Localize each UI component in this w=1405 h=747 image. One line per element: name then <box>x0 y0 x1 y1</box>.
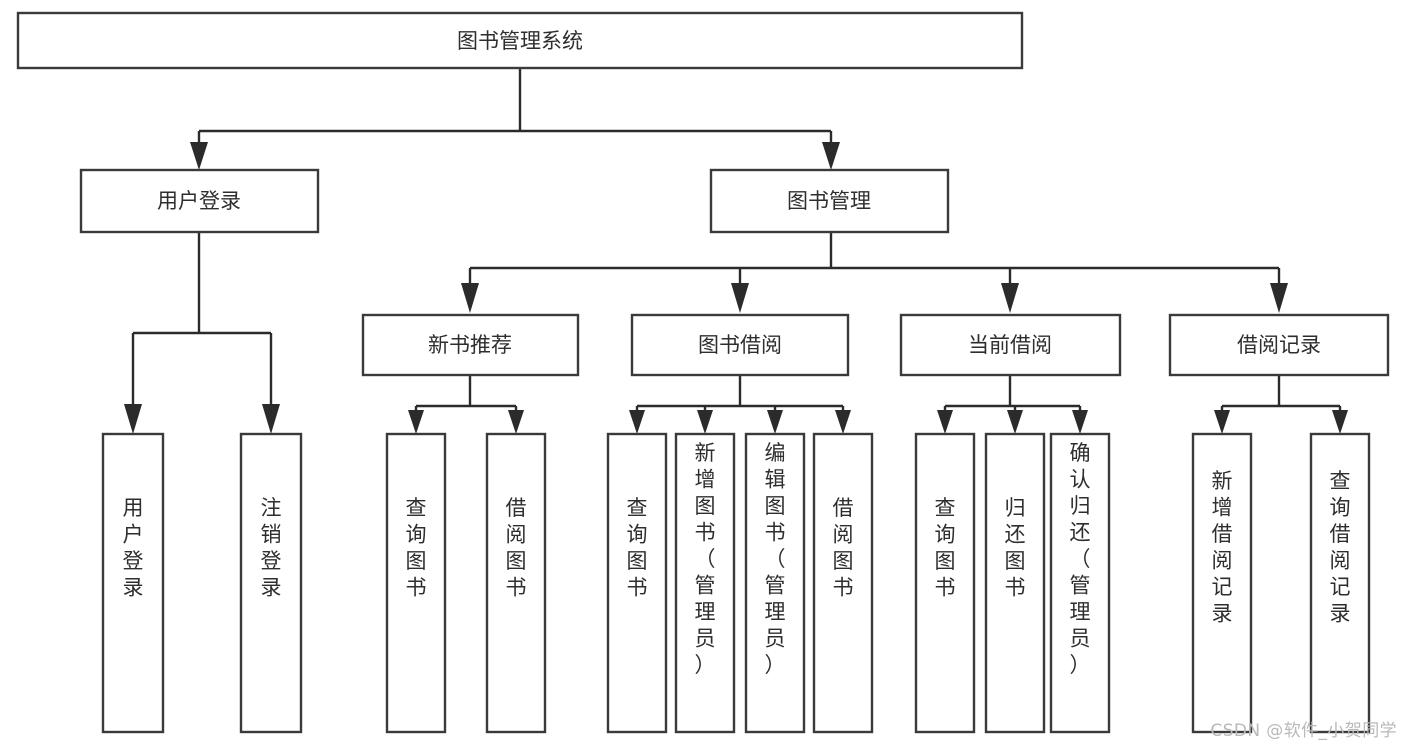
leaf-borrow-book-1-box[interactable] <box>485 432 547 734</box>
leaf-confirm-return-label: 确认归还（管理员） <box>1070 441 1091 677</box>
leaf-query-book-1-label: 查询图书 <box>406 496 427 600</box>
node-leaf-borrow-book-2[interactable]: 借阅图书 <box>812 432 874 734</box>
leaf-query-book-2-label: 查询图书 <box>627 496 648 600</box>
root-label: 图书管理系统 <box>457 29 583 53</box>
new-book-rec-box[interactable] <box>361 313 580 377</box>
root-box[interactable] <box>16 11 1024 70</box>
leaf-return-book-box[interactable] <box>984 432 1046 734</box>
leaf-user-login-box[interactable] <box>101 432 165 734</box>
node-leaf-add-book[interactable]: 新增图书（管理员） <box>674 432 736 734</box>
leaf-user-login-label: 用户登录 <box>123 496 144 600</box>
node-leaf-borrow-book-1[interactable]: 借阅图书 <box>485 432 547 734</box>
borrow-record-box[interactable] <box>1168 313 1390 377</box>
node-leaf-add-record[interactable]: 新增借阅记录 <box>1191 432 1253 734</box>
leaf-add-record-label: 新增借阅记录 <box>1212 469 1233 626</box>
current-borrow-label: 当前借阅 <box>968 333 1052 357</box>
arrow-newbook-leaf2-icon <box>508 410 524 434</box>
arrow-bookborrow-leaf2-icon <box>697 410 713 434</box>
leaf-return-book-label: 归还图书 <box>1005 496 1026 600</box>
node-user-login[interactable]: 用户登录 <box>79 168 320 234</box>
edge-layer <box>124 68 1348 434</box>
arrow-root-to-book-manage-icon <box>822 142 840 170</box>
arrow-currentborrow-leaf2-icon <box>1007 410 1023 434</box>
leaf-add-book-box[interactable] <box>674 432 736 734</box>
leaf-query-record-label: 查询借阅记录 <box>1330 469 1351 626</box>
book-manage-label: 图书管理 <box>787 189 871 213</box>
node-leaf-return-book[interactable]: 归还图书 <box>984 432 1046 734</box>
leaf-borrow-book-1-label: 借阅图书 <box>506 496 527 600</box>
node-leaf-query-record[interactable]: 查询借阅记录 <box>1309 432 1371 734</box>
leaf-user-logout-label: 注销登录 <box>261 496 282 600</box>
leaf-query-record-box[interactable] <box>1309 432 1371 734</box>
arrow-userlogin-leaf1-icon <box>124 404 142 434</box>
node-leaf-confirm-return[interactable]: 确认归还（管理员） <box>1049 432 1111 734</box>
node-book-manage[interactable]: 图书管理 <box>709 168 950 234</box>
node-new-book-rec[interactable]: 新书推荐 <box>361 313 580 377</box>
node-current-borrow[interactable]: 当前借阅 <box>899 313 1122 377</box>
arrow-borrowrecord-leaf2-icon <box>1332 410 1348 434</box>
arrow-to-borrowrecord-icon <box>1270 283 1288 313</box>
leaf-borrow-book-2-box[interactable] <box>812 432 874 734</box>
book-manage-box[interactable] <box>709 168 950 234</box>
leaf-add-book-label: 新增图书（管理员） <box>695 441 716 677</box>
node-leaf-edit-book[interactable]: 编辑图书（管理员） <box>744 432 806 734</box>
leaf-query-book-2-box[interactable] <box>606 432 668 734</box>
leaf-edit-book-label: 编辑图书（管理员） <box>765 441 786 677</box>
arrow-to-currentborrow-icon <box>1001 283 1019 313</box>
arrow-to-newbook-icon <box>461 283 479 313</box>
node-book-borrow[interactable]: 图书借阅 <box>630 313 850 377</box>
arrow-bookborrow-leaf3-icon <box>767 410 783 434</box>
node-leaf-query-book-1[interactable]: 查询图书 <box>385 432 447 734</box>
node-leaf-user-logout[interactable]: 注销登录 <box>239 432 303 734</box>
arrow-borrowrecord-leaf1-icon <box>1214 410 1230 434</box>
arrow-userlogin-leaf2-icon <box>262 404 280 434</box>
node-leaf-query-book-2[interactable]: 查询图书 <box>606 432 668 734</box>
arrow-newbook-leaf1-icon <box>408 410 424 434</box>
leaf-confirm-return-box[interactable] <box>1049 432 1111 734</box>
user-login-label: 用户登录 <box>157 189 241 213</box>
leaf-add-record-box[interactable] <box>1191 432 1253 734</box>
node-leaf-query-book-3[interactable]: 查询图书 <box>914 432 976 734</box>
arrow-root-to-user-login-icon <box>190 142 208 170</box>
node-leaf-user-login[interactable]: 用户登录 <box>101 432 165 734</box>
borrow-record-label: 借阅记录 <box>1237 333 1321 357</box>
leaf-borrow-book-2-label: 借阅图书 <box>833 496 854 600</box>
leaf-query-book-3-label: 查询图书 <box>935 496 956 600</box>
book-borrow-box[interactable] <box>630 313 850 377</box>
leaf-edit-book-box[interactable] <box>744 432 806 734</box>
current-borrow-box[interactable] <box>899 313 1122 377</box>
leaf-user-logout-box[interactable] <box>239 432 303 734</box>
arrow-bookborrow-leaf4-icon <box>835 410 851 434</box>
leaf-query-book-1-box[interactable] <box>385 432 447 734</box>
node-borrow-record[interactable]: 借阅记录 <box>1168 313 1390 377</box>
arrow-to-bookborrow-icon <box>731 283 749 313</box>
new-book-rec-label: 新书推荐 <box>428 333 512 357</box>
arrow-currentborrow-leaf3-icon <box>1072 410 1088 434</box>
arrow-currentborrow-leaf1-icon <box>937 410 953 434</box>
book-borrow-label: 图书借阅 <box>698 333 782 357</box>
leaf-query-book-3-box[interactable] <box>914 432 976 734</box>
arrow-bookborrow-leaf1-icon <box>629 410 645 434</box>
node-root[interactable]: 图书管理系统 <box>16 11 1024 70</box>
user-login-box[interactable] <box>79 168 320 234</box>
